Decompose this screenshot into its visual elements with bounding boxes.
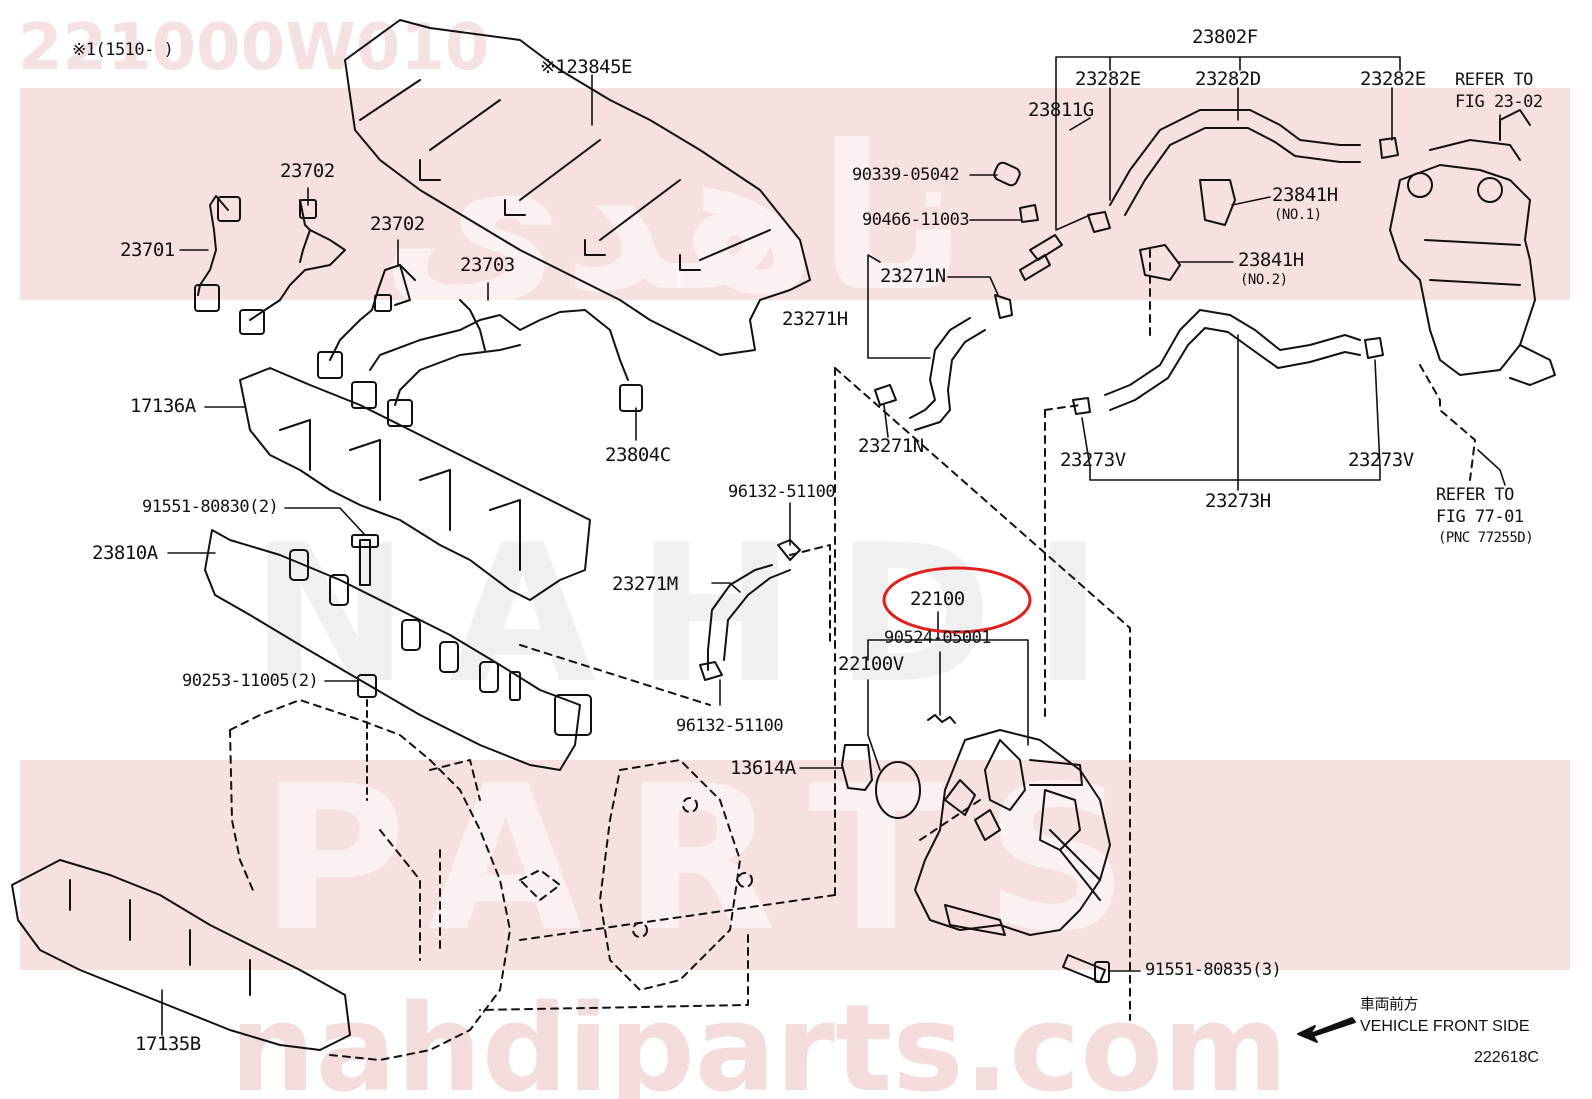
watermark-brand-latin: NAHDI bbox=[250, 504, 1144, 725]
label-96132-51100-bottom: 96132-51100 bbox=[676, 716, 784, 736]
label-23841H-2-note: (NO.2) bbox=[1240, 272, 1288, 288]
label-23271H: 23271H bbox=[782, 308, 848, 330]
label-17136A: 17136A bbox=[130, 395, 196, 417]
label-23845E: ※123845E bbox=[540, 56, 633, 78]
label-23271N-top: 23271N bbox=[880, 265, 946, 287]
coupling-13614A bbox=[841, 744, 873, 791]
label-90339-05042: 90339-05042 bbox=[852, 165, 960, 185]
label-90253-11005: 90253-11005(2) bbox=[182, 671, 319, 691]
label-23273V-right: 23273V bbox=[1348, 449, 1414, 471]
label-22100V: 22100V bbox=[838, 653, 904, 675]
wire-23703 bbox=[369, 309, 629, 381]
engine-cover-23845E bbox=[344, 19, 811, 356]
hose-23271H bbox=[909, 317, 971, 419]
label-23701: 23701 bbox=[120, 239, 175, 261]
label-23804C: 23804C bbox=[605, 444, 671, 466]
label-23811G: 23811G bbox=[1028, 99, 1094, 121]
label-90524-05001: 90524-05001 bbox=[884, 628, 992, 648]
label-23703: 23703 bbox=[460, 254, 515, 276]
header-note: ※1(1510- ) bbox=[72, 40, 174, 60]
bracket-23841H-1 bbox=[1199, 179, 1236, 226]
refer-fig-23-02-line2: FIG 23-02 bbox=[1455, 92, 1543, 112]
label-23271M: 23271M bbox=[612, 573, 678, 595]
vehicle-front-arrow bbox=[1297, 1017, 1356, 1043]
watermark-website: nahdiparts.com bbox=[230, 980, 1288, 1099]
engine-block-outline bbox=[229, 699, 753, 1061]
label-23802F: 23802F bbox=[1192, 26, 1258, 48]
label-23282E-right: 23282E bbox=[1360, 68, 1426, 90]
guide-lines bbox=[519, 249, 1476, 1021]
highlight-circle bbox=[882, 566, 1032, 634]
label-23702-b: 23702 bbox=[370, 213, 425, 235]
label-90466-11003: 90466-11003 bbox=[862, 210, 970, 230]
label-17135B: 17135B bbox=[135, 1033, 201, 1055]
label-23841H-2: 23841H bbox=[1238, 249, 1304, 271]
figure-code: 222618C bbox=[1474, 1049, 1539, 1066]
wire-23701 bbox=[197, 195, 229, 296]
leader-lines bbox=[161, 56, 1506, 1036]
refer-fig-23-02-line1: REFER TO bbox=[1455, 70, 1533, 90]
hose-23271M bbox=[707, 564, 773, 671]
label-91551-80830: 91551-80830(2) bbox=[142, 497, 279, 517]
label-23841H-1: 23841H bbox=[1272, 184, 1338, 206]
refer-fig-77-01-line2: FIG 77-01 bbox=[1436, 507, 1524, 527]
wire-23702-a bbox=[249, 199, 346, 321]
fuel-rail-23810A bbox=[204, 529, 581, 771]
watermark-band bbox=[20, 88, 1570, 300]
label-23841H-1-note: (NO.1) bbox=[1274, 207, 1322, 223]
label-23702-a: 23702 bbox=[280, 160, 335, 182]
vehicle-front-label-en: VEHICLE FRONT SIDE bbox=[1360, 1018, 1530, 1035]
oring-22100V bbox=[875, 761, 921, 819]
bracket-23841H-2 bbox=[1139, 244, 1181, 281]
watermark-band bbox=[20, 760, 1570, 970]
vehicle-front-label-jp: 車両前方 bbox=[1360, 995, 1419, 1013]
watermark-part-number: 221000W010 bbox=[18, 11, 490, 85]
insulator-17136A bbox=[239, 367, 591, 601]
insulator-17135B bbox=[11, 859, 351, 1051]
label-13614A: 13614A bbox=[730, 757, 796, 779]
hose-23273H bbox=[1104, 309, 1361, 396]
label-91551-80835: 91551-80835(3) bbox=[1145, 960, 1282, 980]
refer-fig-77-01-line1: REFER TO bbox=[1436, 485, 1514, 505]
label-23273H: 23273H bbox=[1205, 490, 1271, 512]
refer-fig-77-01-line3: (PNC 77255D) bbox=[1438, 530, 1534, 546]
label-23273V-left: 23273V bbox=[1060, 449, 1126, 471]
label-23271N-bottom: 23271N bbox=[858, 435, 924, 457]
label-96132-51100-top: 96132-51100 bbox=[728, 482, 836, 502]
hose-23282D bbox=[1109, 109, 1361, 206]
watermark-brand-arabic: ناهدي bbox=[380, 103, 968, 336]
label-22100: 22100 bbox=[910, 588, 965, 610]
label-23810A: 23810A bbox=[92, 542, 158, 564]
label-23282D: 23282D bbox=[1195, 68, 1261, 90]
label-23282E-left: 23282E bbox=[1075, 68, 1141, 90]
